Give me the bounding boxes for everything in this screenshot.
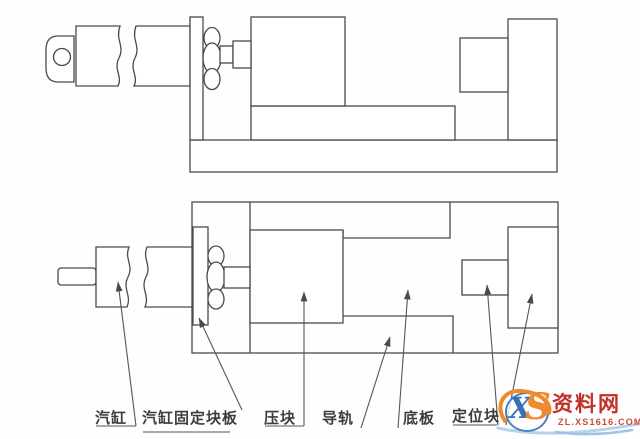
watermark-underline-swoosh: [554, 428, 634, 436]
cylinder-fixing-plate-side: [189, 16, 204, 141]
leader-lines: [96, 281, 534, 433]
cylinder-body-right-side: [132, 25, 191, 87]
label-fixing-plate: 汽缸固定块板: [142, 410, 239, 427]
label-locating-block: 定位块: [452, 408, 501, 425]
press-block-side: [250, 16, 346, 107]
watermark: X S 资料网 ZL.XS1616.COM: [492, 386, 640, 436]
cylinder-fixing-plate-plan: [192, 226, 209, 326]
leader-guide-rail: [360, 336, 391, 429]
locating-block-plan: [507, 226, 559, 329]
side-view: [45, 16, 558, 173]
rod-coupler-side: [232, 40, 252, 69]
watermark-logo-graphics: [496, 388, 640, 436]
label-guide-rail: 导轨: [322, 410, 355, 427]
guide-rail-top-plan: [342, 202, 451, 239]
locating-block-side: [507, 18, 558, 141]
label-cylinder: 汽缸: [95, 410, 128, 427]
watermark-swoosh-orange: [498, 388, 552, 423]
cylinder-body-right-plan: [143, 246, 193, 308]
watermark-site-name: 资料网: [552, 393, 621, 416]
piston-rod-plan: [223, 266, 251, 289]
piston-rod-side: [219, 45, 234, 64]
cylinder-body-left-plan: [95, 246, 131, 308]
clevis-hole-side: [52, 47, 72, 67]
leader-locating-block-1: [484, 284, 499, 426]
locating-block-small-plan: [461, 259, 509, 296]
leader-fixing-plate: [198, 317, 243, 411]
press-block-plan: [249, 229, 344, 324]
label-press-block: 压块: [264, 410, 297, 427]
cylinder-body-left-side: [75, 25, 122, 87]
locating-block-small-side: [459, 37, 509, 93]
base-plate-side: [189, 139, 558, 173]
plan-view: [57, 201, 559, 354]
nut-cluster-side: [202, 26, 222, 91]
guide-rail-side: [250, 105, 456, 141]
watermark-site-url: ZL.XS1616.COM: [558, 417, 640, 427]
guide-rail-bottom-plan: [343, 315, 454, 353]
watermark-letter-s: S: [525, 386, 551, 428]
cylinder-rear-rod-plan: [57, 267, 97, 286]
label-base-plate: 底板: [403, 410, 436, 427]
watermark-letter-x: X: [509, 391, 532, 425]
leader-base-plate: [397, 289, 411, 429]
leader-cylinder: [115, 281, 137, 427]
nut-cluster-plan: [206, 245, 226, 310]
